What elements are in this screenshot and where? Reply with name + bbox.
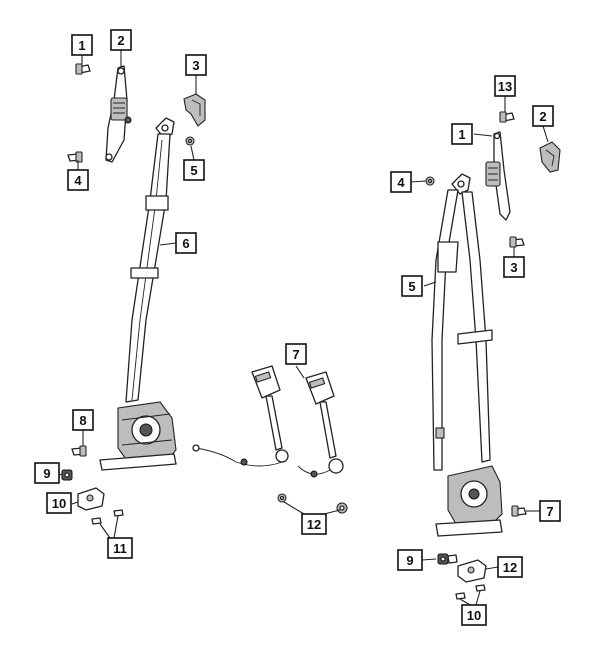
callout-left-12: 11 — [107, 537, 133, 559]
svg-text:2: 2 — [539, 109, 546, 124]
svg-text:10: 10 — [467, 608, 481, 623]
right-assembly — [410, 96, 561, 606]
right-nut-part — [425, 176, 435, 186]
svg-text:9: 9 — [43, 466, 50, 481]
svg-text:9: 9 — [406, 553, 413, 568]
right-seat-belt-part — [431, 173, 503, 537]
callout-left-10: 9 — [34, 462, 60, 484]
callout-labels: 1 2 3 4 5 6 7 8 — [34, 29, 561, 626]
svg-text:5: 5 — [408, 279, 415, 294]
callout-right-9: 7 — [539, 500, 561, 522]
left-bracket-part — [77, 487, 105, 511]
callout-left-5: 5 — [183, 159, 205, 181]
left-seat-belt-part — [99, 117, 177, 471]
left-bolt-part — [75, 63, 91, 75]
callout-left-4: 4 — [67, 169, 89, 191]
right-retractor-bolt-part — [511, 505, 527, 517]
callout-right-14: 12 — [497, 556, 523, 578]
callout-left-6: 6 — [175, 232, 197, 254]
callout-left-1: 1 — [71, 34, 93, 56]
right-bolt-2-part — [509, 236, 525, 248]
svg-text:11: 11 — [113, 541, 127, 556]
right-height-adjuster-part — [485, 131, 511, 221]
callout-left-2: 2 — [110, 29, 132, 51]
svg-text:5: 5 — [190, 163, 197, 178]
buckle-assembly-part — [192, 365, 344, 478]
callout-right-7: 5 — [401, 275, 423, 297]
svg-text:12: 12 — [503, 560, 517, 575]
buckle-nuts-part — [277, 493, 348, 514]
callout-right-5: 4 — [390, 171, 412, 193]
callout-right-3: 2 — [532, 105, 554, 127]
callout-left-8: 7 — [285, 343, 307, 365]
left-anchor-nut-part — [61, 469, 73, 481]
callout-left-3: 3 — [185, 54, 207, 76]
left-retractor-bolt-part — [71, 445, 87, 457]
svg-text:7: 7 — [292, 347, 299, 362]
svg-text:13: 13 — [498, 79, 512, 94]
svg-text:4: 4 — [74, 173, 82, 188]
callout-right-4: 3 — [503, 256, 525, 278]
svg-text:2: 2 — [117, 33, 124, 48]
left-height-adjuster-part — [105, 65, 132, 163]
svg-text:7: 7 — [546, 504, 553, 519]
right-fasteners-part — [455, 584, 486, 600]
left-bolt-2-part — [67, 151, 83, 163]
svg-text:3: 3 — [510, 260, 517, 275]
callout-right-1: 13 — [494, 75, 516, 97]
svg-text:12: 12 — [307, 517, 321, 532]
callout-left-11: 10 — [46, 492, 72, 514]
callout-right-12: 10 — [461, 604, 487, 626]
right-anchor-nut-part — [437, 553, 458, 565]
svg-text:10: 10 — [52, 496, 66, 511]
left-leader-lines — [58, 50, 341, 539]
callout-right-2: 1 — [451, 123, 473, 145]
right-leader-lines — [410, 96, 549, 606]
left-assembly — [58, 50, 348, 539]
callout-right-10: 9 — [397, 549, 423, 571]
callout-left-13: 12 — [301, 513, 327, 535]
svg-text:1: 1 — [78, 38, 85, 53]
svg-text:4: 4 — [397, 175, 405, 190]
left-trim-cover-part — [183, 93, 206, 127]
left-fasteners-part — [91, 509, 124, 525]
callout-left-9: 8 — [72, 409, 94, 431]
right-bolt-part — [499, 111, 515, 123]
right-trim-cover-part — [539, 141, 561, 173]
svg-text:3: 3 — [192, 58, 199, 73]
left-nut-part — [185, 136, 195, 146]
right-bracket-part — [457, 559, 487, 583]
svg-text:8: 8 — [79, 413, 86, 428]
svg-text:1: 1 — [458, 127, 465, 142]
svg-text:6: 6 — [182, 236, 189, 251]
